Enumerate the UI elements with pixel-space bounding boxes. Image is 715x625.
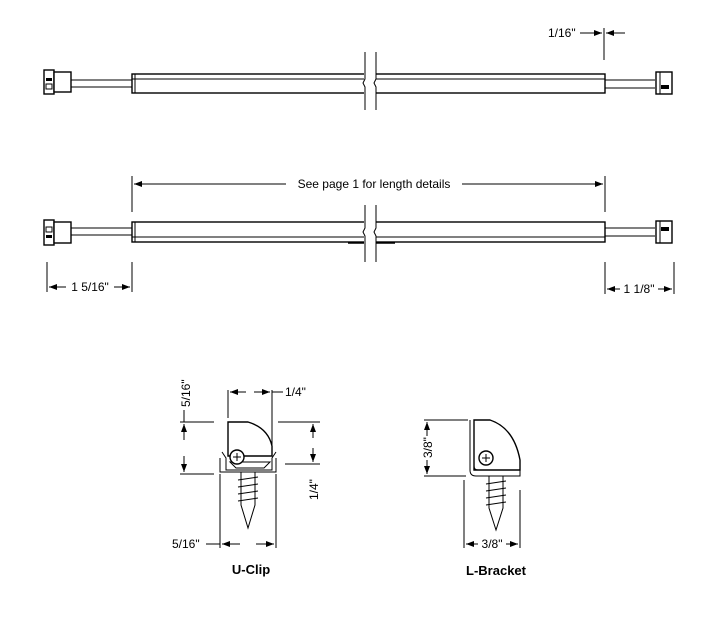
- dim-l-bracket-width: 3/8": [482, 537, 503, 551]
- u-clip-label: U-Clip: [232, 562, 270, 577]
- break-lines: [362, 205, 377, 262]
- dim-u-clip-base-width: 5/16": [172, 537, 200, 551]
- dim-l-bracket-height: 3/8": [421, 437, 435, 458]
- light-bar-top-view: 1/16": [43, 26, 673, 110]
- dim-u-clip-height: 5/16": [179, 379, 193, 407]
- dim-right-lead: 1 1/8": [624, 282, 655, 296]
- dim-u-clip-top-width: 1/4": [285, 385, 306, 399]
- dim-length-note: See page 1 for length details: [298, 177, 451, 191]
- right-connector: [655, 71, 673, 95]
- l-bracket-label: L-Bracket: [466, 563, 527, 578]
- light-bar-bottom-view: See page 1 for length details 1 5/16": [43, 176, 675, 296]
- left-connector: [43, 69, 72, 95]
- right-connector: [655, 220, 673, 244]
- dim-end-gap: 1/16": [548, 26, 576, 40]
- l-bracket-drawing: 3/8" 3/8" L-Bracket: [421, 419, 527, 578]
- screw: [485, 476, 507, 532]
- break-lines: [362, 52, 377, 110]
- dim-left-lead: 1 5/16": [71, 280, 109, 294]
- left-connector: [43, 219, 72, 246]
- u-clip-drawing: 1/4" 5/16" 1/4" 5/16" U-Clip: [172, 379, 321, 577]
- screw: [237, 472, 259, 530]
- dim-u-clip-height-2: 1/4": [307, 479, 321, 500]
